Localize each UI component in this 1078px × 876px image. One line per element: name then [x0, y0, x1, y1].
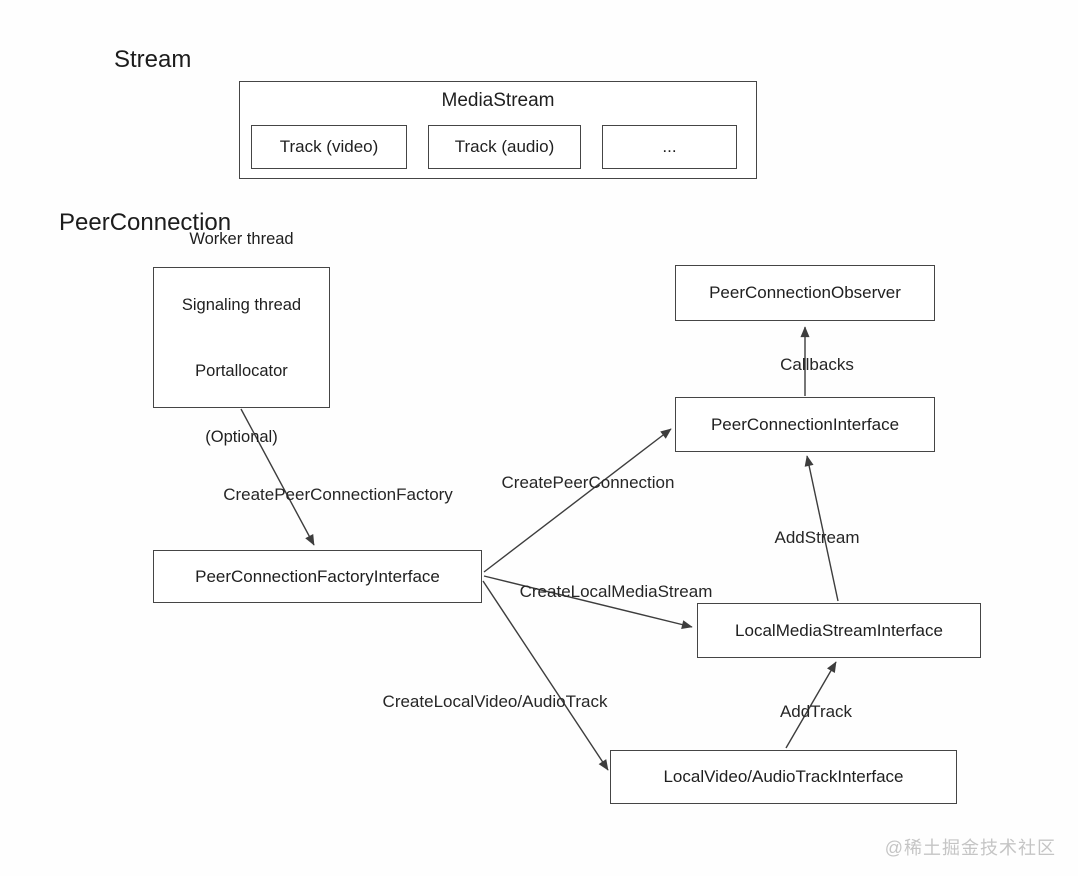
track-ellipsis-label: ...	[662, 137, 677, 156]
edge-label-add-stream: AddStream	[774, 528, 860, 547]
local-video-audio-track-interface-box: LocalVideo/AudioTrackInterface	[610, 750, 957, 804]
edge-label-create-peer-connection-factory: CreatePeerConnectionFactory	[223, 485, 453, 504]
local-media-stream-interface-label: LocalMediaStreamInterface	[735, 620, 943, 640]
edge-label-create-peer-connection: CreatePeerConnection	[501, 473, 675, 492]
edge-label-add-track: AddTrack	[779, 702, 853, 721]
peer-connection-interface-box: PeerConnectionInterface	[675, 397, 935, 452]
optional-line: (Optional)	[205, 427, 278, 446]
arrow-create-peer-connection	[483, 428, 672, 573]
worker-thread-box: Worker thread Signaling thread Portalloc…	[153, 230, 330, 446]
peerconnection-section-heading: PeerConnection	[59, 209, 232, 236]
local-media-stream-interface-box: LocalMediaStreamInterface	[697, 603, 981, 658]
peer-connection-observer-label: PeerConnectionObserver	[709, 283, 901, 302]
edge-label-callbacks: Callbacks	[780, 355, 854, 374]
track-video-box: Track (video)	[251, 125, 407, 169]
track-audio-box: Track (audio)	[428, 125, 581, 169]
peer-connection-factory-interface-label: PeerConnectionFactoryInterface	[195, 566, 440, 586]
edge-label-create-local-media-stream: CreateLocalMediaStream	[519, 582, 713, 601]
peer-connection-interface-label: PeerConnectionInterface	[710, 414, 900, 434]
track-video-label: Track (video)	[279, 137, 379, 156]
track-ellipsis-box: ...	[602, 125, 737, 169]
arrow-create-local-video-audio-track	[482, 580, 609, 771]
edge-label-create-local-video-audio-track: CreateLocalVideo/AudioTrack	[382, 692, 608, 711]
stream-section-heading: Stream	[114, 46, 192, 73]
portallocator-line: Portallocator	[195, 361, 288, 380]
track-audio-label: Track (audio)	[454, 137, 555, 156]
worker-thread-box-text: Worker thread Signaling thread Portalloc…	[182, 184, 301, 492]
peer-connection-factory-interface-box: PeerConnectionFactoryInterface	[153, 550, 482, 603]
worker-thread-line: Worker thread	[189, 229, 294, 248]
mediastream-title: MediaStream	[441, 90, 555, 111]
signaling-thread-line: Signaling thread	[181, 295, 302, 314]
peer-connection-observer-box: PeerConnectionObserver	[675, 265, 935, 321]
watermark-text: @稀土掘金技术社区	[884, 838, 1056, 858]
local-video-audio-track-interface-label: LocalVideo/AudioTrackInterface	[663, 767, 904, 786]
